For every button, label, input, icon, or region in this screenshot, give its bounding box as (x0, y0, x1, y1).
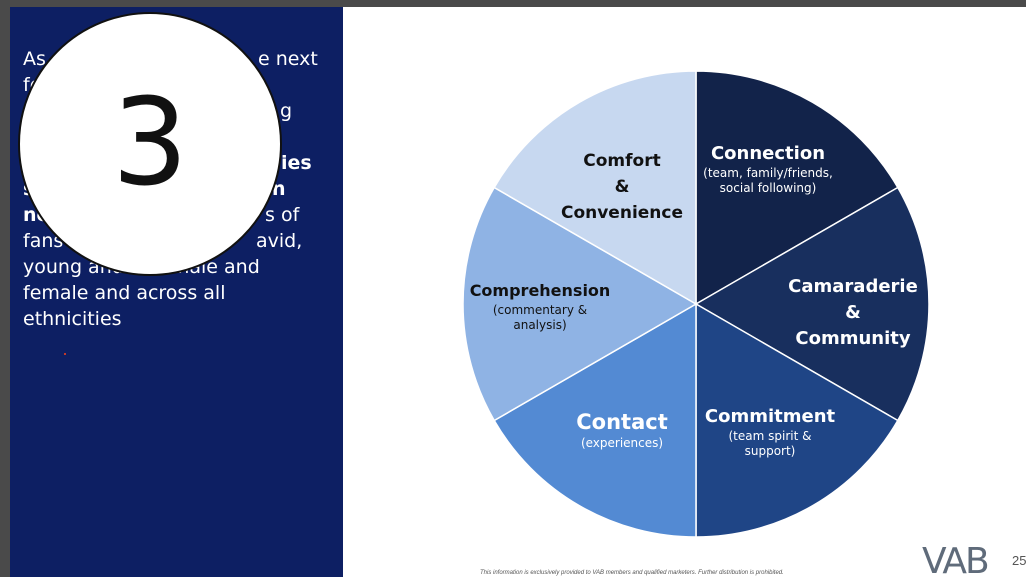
segment-title: Contact (576, 410, 668, 434)
wheel-segment (462, 186, 698, 422)
segment-title: Commitment (705, 406, 836, 427)
segment-subtitle: (team, family/friends, (703, 166, 833, 180)
step-number-badge: 3 (18, 12, 282, 276)
footer-disclaimer: This information is exclusively provided… (480, 570, 784, 576)
wheel-segment (695, 302, 899, 538)
segment-subtitle: (team spirit & (729, 429, 812, 443)
wheel-segment (493, 70, 697, 306)
wheel-segment (493, 302, 697, 538)
segment-subtitle: social following) (720, 181, 817, 195)
panel-text-line: fans (23, 230, 63, 252)
segment-subtitle: (experiences) (581, 436, 663, 450)
segment-title: & (615, 177, 630, 197)
segment-title: Comprehension (470, 281, 611, 300)
six-c-wheel-diagram: Connection (team, family/friends,social f… (462, 70, 930, 538)
vab-logo: VAB (922, 541, 990, 577)
segment-subtitle: support) (745, 444, 796, 458)
panel-text-line: g (280, 100, 292, 122)
segment-title: Convenience (561, 203, 683, 223)
panel-text-line: ies (281, 152, 312, 174)
segment-title: Connection (711, 143, 825, 164)
red-dot-mark (64, 353, 66, 355)
wheel-segment (694, 186, 930, 422)
panel-text-line: As (23, 48, 46, 70)
step-number: 3 (111, 74, 189, 213)
segment-title: Comfort (583, 151, 660, 171)
panel-text-line: avid, (256, 230, 302, 252)
segment-subtitle: (commentary & (493, 303, 587, 317)
page-number: 25 (1012, 553, 1026, 568)
panel-text-line: s of (265, 204, 301, 226)
segment-subtitle: analysis) (513, 318, 566, 332)
wheel-segment (695, 70, 899, 306)
panel-text-line: ethnicities (23, 308, 122, 330)
panel-text-line: female and across all (23, 282, 225, 304)
panel-text-line: e next (258, 48, 318, 70)
segment-title: Community (795, 328, 910, 349)
segment-title: & (845, 302, 861, 323)
segment-title: Camaraderie (788, 276, 918, 297)
